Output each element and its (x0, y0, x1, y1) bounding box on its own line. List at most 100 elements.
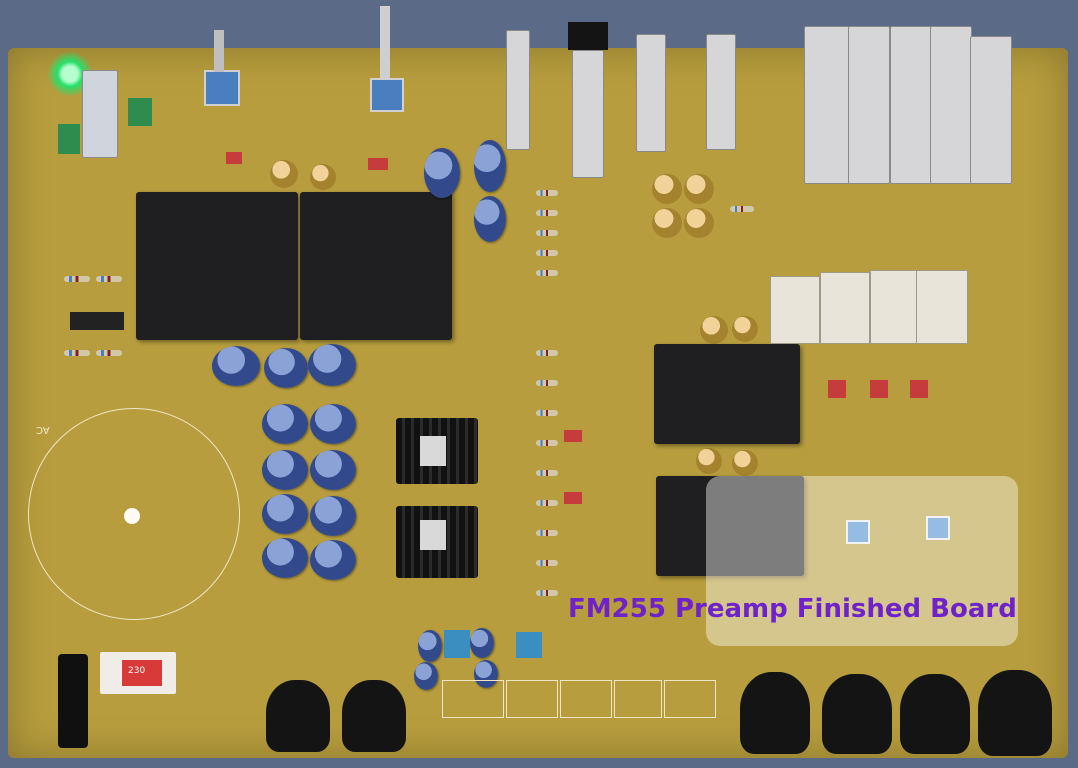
small-capacitor (652, 208, 682, 238)
resistor (536, 560, 558, 566)
empty-connector-footprint (664, 680, 716, 718)
regulator-chip (420, 520, 446, 550)
resistor (730, 206, 754, 212)
filter-capacitor (470, 628, 494, 658)
xlr-output-connector (740, 672, 810, 754)
film-capacitor (226, 152, 242, 164)
xlr-output-connector (978, 670, 1052, 756)
output-transformer-upper (654, 344, 800, 444)
film-capacitor (828, 380, 846, 398)
blue-box-capacitor (444, 630, 470, 658)
relay-1 (770, 276, 820, 344)
filter-capacitor (308, 344, 356, 386)
push-switch-cap (568, 22, 608, 50)
filter-capacitor (424, 148, 460, 198)
empty-connector-footprint (442, 680, 504, 718)
small-capacitor (310, 164, 336, 190)
filter-capacitor (418, 630, 442, 662)
xlr-output-connector (900, 674, 970, 754)
relay-2 (820, 272, 870, 344)
selector-switch-3 (890, 26, 932, 184)
transformer-left (136, 192, 298, 340)
film-capacitor (910, 380, 928, 398)
voltage-selector-toggle (122, 660, 162, 686)
fuse-holder (58, 654, 88, 748)
caption-text: FM255 Preamp Finished Board (568, 594, 1017, 624)
regulator-chip (420, 436, 446, 466)
film-capacitor (564, 492, 582, 504)
filter-capacitor (474, 140, 506, 192)
filter-capacitor (310, 450, 356, 490)
small-capacitor (732, 450, 758, 476)
green-capacitor-left (58, 124, 80, 154)
film-capacitor (368, 158, 388, 170)
small-capacitor (684, 208, 714, 238)
filter-capacitor (262, 538, 308, 578)
resistor (536, 380, 558, 386)
trimmer-potentiometer (846, 520, 870, 544)
voltage-label: 230 (128, 666, 146, 676)
relay-3 (870, 270, 920, 344)
filter-capacitor (262, 494, 308, 534)
small-capacitor (652, 174, 682, 204)
pot-shaft-right (380, 6, 390, 78)
filter-capacitor (212, 346, 260, 386)
resistor (96, 276, 122, 282)
resistor (536, 530, 558, 536)
empty-connector-footprint (506, 680, 558, 718)
filter-capacitor (474, 660, 498, 688)
small-capacitor (700, 316, 728, 344)
push-switch-2 (572, 50, 604, 178)
filter-capacitor (414, 662, 438, 690)
film-capacitor (870, 380, 888, 398)
selector-switch-4 (930, 26, 972, 184)
filter-capacitor (310, 496, 356, 536)
transformer-right (300, 192, 452, 340)
watermark-panel (706, 476, 1018, 646)
resistor (536, 590, 558, 596)
filter-capacitor (474, 196, 506, 242)
filter-capacitor (310, 540, 356, 580)
filter-capacitor (262, 450, 308, 490)
trimmer-potentiometer (926, 516, 950, 540)
mount-hole (124, 508, 140, 524)
small-capacitor (696, 448, 722, 474)
xlr-input-connector (266, 680, 330, 752)
input-selector (82, 70, 118, 158)
potentiometer-left (204, 70, 240, 106)
selector-switch-5 (970, 36, 1012, 184)
small-capacitor (270, 160, 298, 188)
small-capacitor (732, 316, 758, 342)
empty-connector-footprint (614, 680, 662, 718)
xlr-input-connector (342, 680, 406, 752)
small-capacitor (684, 174, 714, 204)
potentiometer-right (370, 78, 404, 112)
output-transformer-lower (656, 476, 804, 576)
filter-capacitor (310, 404, 356, 444)
relay-4 (916, 270, 968, 344)
filter-capacitor (264, 348, 308, 388)
push-switch-4 (706, 34, 736, 150)
empty-connector-footprint (560, 680, 612, 718)
resistor (64, 276, 90, 282)
resistor (536, 230, 558, 236)
resistor (536, 410, 558, 416)
blue-box-capacitor (516, 632, 542, 658)
push-switch-3 (636, 34, 666, 152)
ac-label: AC (36, 424, 50, 435)
green-capacitor-right (128, 98, 152, 126)
resistor (536, 350, 558, 356)
push-switch-1 (506, 30, 530, 150)
filter-capacitor (262, 404, 308, 444)
film-capacitor (564, 430, 582, 442)
ic-chip (70, 312, 124, 330)
xlr-output-connector (822, 674, 892, 754)
resistor (536, 500, 558, 506)
selector-switch-2 (848, 26, 890, 184)
resistor (536, 190, 558, 196)
resistor (536, 270, 558, 276)
resistor (536, 440, 558, 446)
transformer-footprint-circle (28, 408, 240, 620)
pot-shaft-left (214, 30, 224, 72)
resistor (64, 350, 90, 356)
